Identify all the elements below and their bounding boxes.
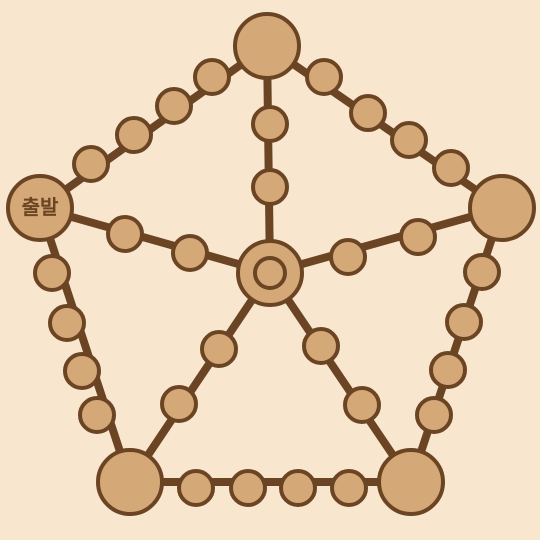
edge-diagonal-0 [263, 42, 274, 277]
edge-diagonal-3 [126, 269, 274, 486]
station-outer-2[interactable] [115, 116, 153, 154]
center-station-inner-ring [253, 256, 287, 290]
corner-station-bottom-right[interactable] [377, 448, 445, 516]
station-diagonal-4[interactable] [399, 218, 437, 256]
station-diagonal-9[interactable] [343, 386, 381, 424]
station-outer-12[interactable] [177, 469, 215, 507]
station-outer-19[interactable] [78, 396, 116, 434]
station-outer-9[interactable] [445, 303, 483, 341]
station-diagonal-5[interactable] [329, 238, 367, 276]
station-outer-15[interactable] [330, 469, 368, 507]
edge-diagonal-4 [36, 204, 274, 277]
station-outer-13[interactable] [229, 469, 267, 507]
station-outer-11[interactable] [415, 396, 453, 434]
station-outer-18[interactable] [63, 352, 101, 390]
station-outer-7[interactable] [432, 149, 470, 187]
corner-station-right[interactable] [468, 174, 536, 242]
edge-top-right [263, 42, 506, 212]
station-diagonal-6[interactable] [200, 330, 238, 368]
station-outer-0[interactable] [193, 58, 231, 96]
station-outer-5[interactable] [349, 94, 387, 132]
station-outer-1[interactable] [155, 87, 193, 125]
station-diagonal-3[interactable] [171, 234, 209, 272]
edge-diagonal-2 [266, 269, 415, 486]
station-diagonal-2[interactable] [106, 215, 144, 253]
edge-bottomleft-left [36, 204, 134, 486]
corner-station-bottom-left[interactable] [96, 448, 164, 516]
start-station[interactable] [6, 174, 74, 242]
edge-left-top [36, 42, 271, 212]
station-diagonal-0[interactable] [251, 105, 289, 143]
station-diagonal-1[interactable] [251, 168, 289, 206]
station-outer-6[interactable] [390, 121, 428, 159]
board-stations [6, 12, 536, 516]
station-diagonal-7[interactable] [160, 385, 198, 423]
station-outer-10[interactable] [429, 351, 467, 389]
station-outer-16[interactable] [33, 254, 71, 292]
station-outer-3[interactable] [72, 145, 110, 183]
station-outer-17[interactable] [48, 304, 86, 342]
station-diagonal-8[interactable] [302, 327, 340, 365]
station-outer-4[interactable] [305, 58, 343, 96]
station-outer-8[interactable] [463, 253, 501, 291]
edge-diagonal-1 [266, 204, 506, 277]
corner-station-top[interactable] [233, 12, 301, 80]
station-outer-14[interactable] [279, 469, 317, 507]
